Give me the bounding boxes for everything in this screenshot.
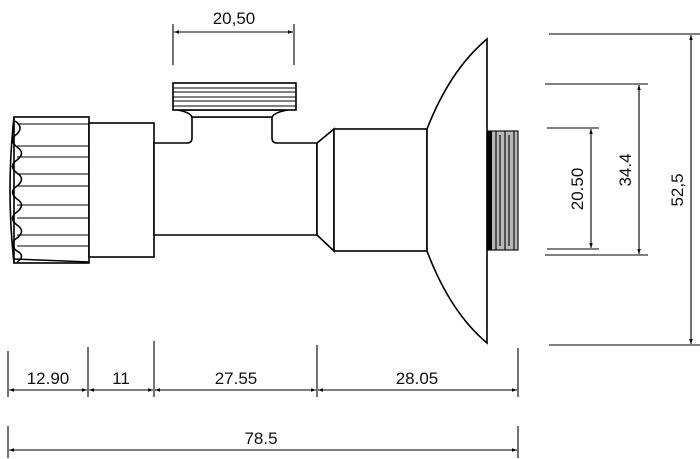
dim-flange-length-label: 28.05: [396, 369, 439, 388]
inlet-thread: [486, 130, 519, 251]
dim-right-flange: 52,5: [549, 33, 700, 346]
dim-top-outlet: 20,50: [172, 9, 295, 65]
dim-right-middle: 34.4: [545, 83, 648, 256]
dim-knob-label: 12.90: [27, 369, 70, 388]
outlet-cylinder: [316, 127, 428, 253]
dim-middle-label: 34.4: [616, 153, 635, 186]
dim-top-outlet-label: 20,50: [213, 9, 256, 28]
dim-inner-thread-label: 20.50: [568, 168, 587, 211]
dim-body-label: 27.55: [215, 369, 258, 388]
dim-flange-label: 52,5: [668, 173, 687, 206]
dim-bottom-chain: 12.90 11 27.55 28.05: [7, 341, 519, 397]
dim-total-label: 78.5: [244, 429, 277, 448]
dim-neck-label: 11: [112, 369, 130, 388]
knob-neck: [88, 122, 155, 258]
wall-flange: [426, 37, 488, 345]
dim-right-inner-thread: 20.50: [547, 127, 599, 250]
valve-body: [153, 116, 318, 236]
knob: [9, 116, 90, 264]
dim-bottom-total: 78.5: [7, 426, 519, 458]
top-outlet-thread: [172, 82, 297, 118]
